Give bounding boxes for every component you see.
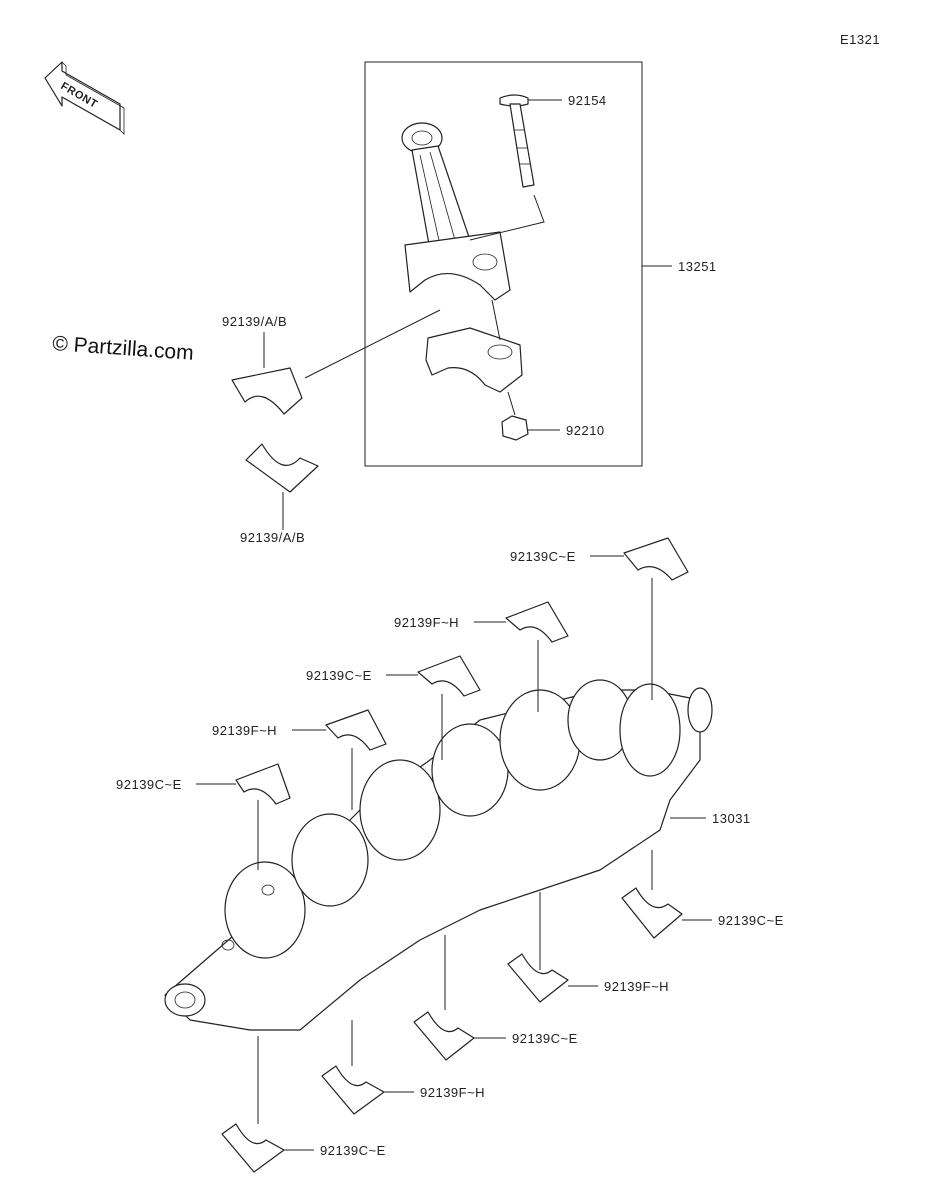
conrod-bearing-lower — [245, 443, 319, 493]
label-main-f-1: 92139F~H — [394, 615, 459, 630]
label-bolt: 92154 — [568, 93, 607, 108]
label-nut: 92210 — [566, 423, 605, 438]
label-main-c-1: 92139C~E — [510, 549, 576, 564]
label-main-c-5: 92139C~E — [512, 1031, 578, 1046]
conrod-assembly-box — [364, 61, 643, 467]
label-main-c-6: 92139C~E — [320, 1143, 386, 1158]
main-bearing-lower-5 — [221, 1123, 285, 1173]
label-crankshaft: 13031 — [712, 811, 751, 826]
connecting-rod-cap — [425, 327, 523, 393]
label-conrod-bearing-upper: 92139/A/B — [222, 314, 287, 329]
nut-icon — [501, 415, 529, 441]
main-bearing-upper-5 — [235, 763, 291, 805]
label-main-c-4: 92139C~E — [718, 913, 784, 928]
label-conrod-bearing-lower: 92139/A/B — [240, 530, 305, 545]
main-bearing-lower-4 — [321, 1065, 385, 1115]
main-bearing-upper-3 — [417, 655, 481, 697]
main-bearing-lower-3 — [413, 1011, 475, 1061]
label-main-f-4: 92139F~H — [420, 1085, 485, 1100]
main-bearing-lower-2 — [507, 953, 569, 1003]
label-main-f-2: 92139F~H — [212, 723, 277, 738]
label-main-c-2: 92139C~E — [306, 668, 372, 683]
label-conrod-assy: 13251 — [678, 259, 717, 274]
main-bearing-lower-1 — [621, 887, 683, 939]
label-main-f-3: 92139F~H — [604, 979, 669, 994]
connecting-rod — [401, 122, 511, 301]
watermark: © Partzilla.com — [52, 332, 195, 365]
diagram-code: E1321 — [840, 32, 880, 47]
label-main-c-3: 92139C~E — [116, 777, 182, 792]
main-bearing-upper-4 — [325, 709, 387, 751]
main-bearing-upper-1 — [623, 537, 689, 581]
conrod-bearing-upper — [231, 309, 441, 415]
crankshaft — [164, 679, 713, 1031]
bolt-icon — [499, 94, 535, 188]
front-arrow-icon: FRONT — [44, 61, 125, 135]
main-bearing-upper-2 — [505, 601, 569, 643]
